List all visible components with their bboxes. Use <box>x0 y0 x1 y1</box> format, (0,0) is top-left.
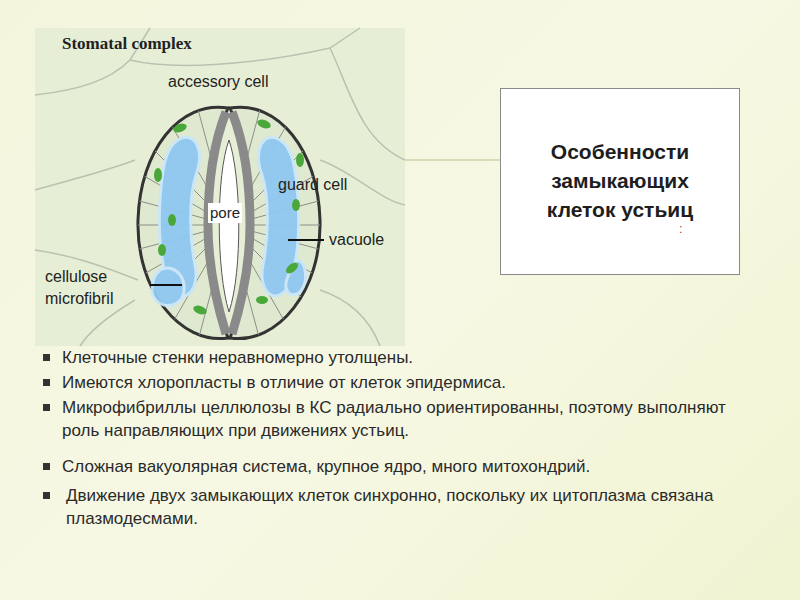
part-label: cellulose microfibril <box>45 266 160 311</box>
part-label: pore <box>208 203 242 223</box>
bullet-marker <box>43 492 50 499</box>
bullet-text: Клеточные стенки неравномерно утолщены. <box>62 346 730 369</box>
bullet-marker <box>43 404 50 411</box>
part-label: accessory cell <box>168 71 268 93</box>
bullet-marker <box>43 463 50 470</box>
bullet-text: Имеются хлоропласты в отличие от клеток … <box>62 371 730 394</box>
bullet-marker <box>43 379 50 386</box>
bullet-text: Движение двух замыкающих клеток синхронн… <box>66 484 730 530</box>
bullet-text: Сложная вакуолярная система, крупное ядр… <box>62 455 730 478</box>
title-text: Особенности замыкающих клеток устьиц <box>515 138 725 225</box>
mark: : <box>679 220 683 238</box>
figure-title: Stomatal complex <box>62 33 192 56</box>
part-label: vacuole <box>329 229 384 251</box>
title-box: Особенности замыкающих клеток устьиц <box>500 88 740 275</box>
part-label: guard cell <box>278 174 347 196</box>
bullet-marker <box>43 354 50 361</box>
bullet-text: Микрофибриллы целлюлозы в КС радиально о… <box>62 396 730 442</box>
